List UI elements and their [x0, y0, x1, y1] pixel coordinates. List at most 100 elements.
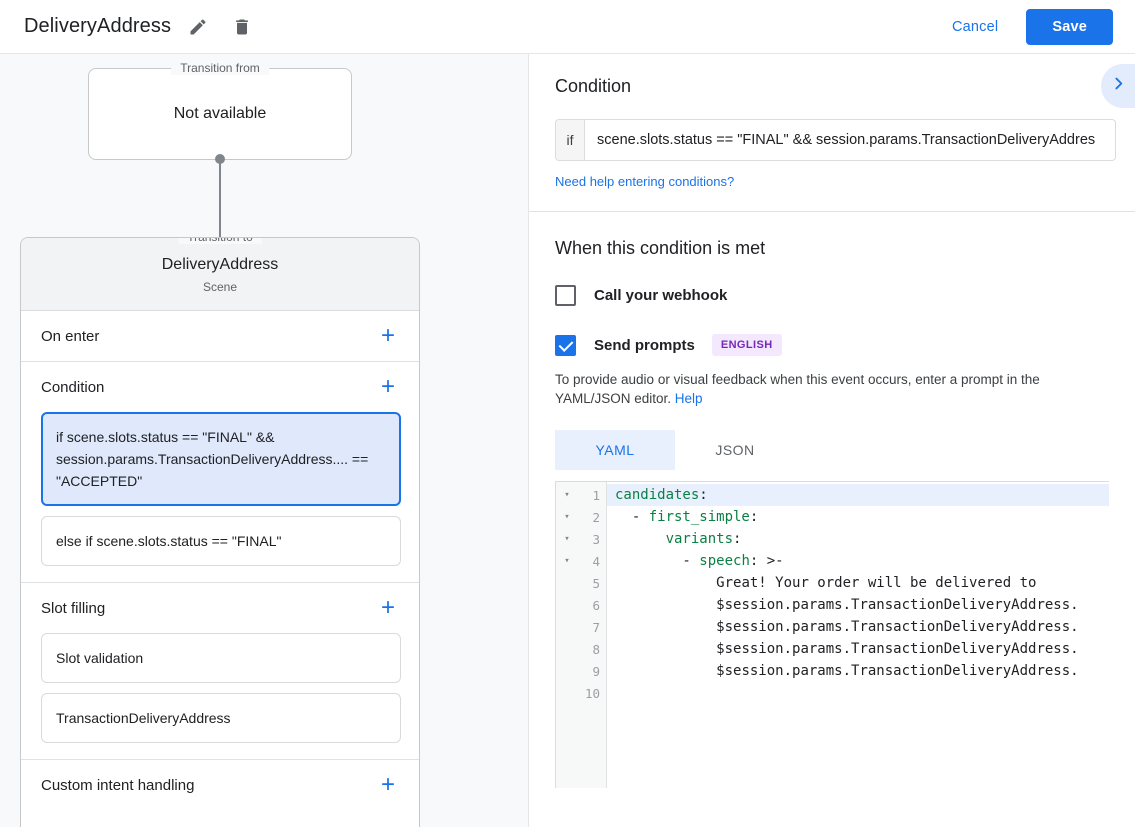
fold-toggle-icon[interactable]: ▾	[564, 512, 570, 522]
editor-line-number: ▾1	[556, 484, 606, 506]
transition-to-header: DeliveryAddress Scene	[21, 238, 419, 311]
line-number: 10	[584, 685, 600, 701]
line-number: 9	[592, 663, 600, 679]
expand-panel-button[interactable]	[1101, 64, 1135, 108]
left-panel: Transition from Not available Transition…	[0, 54, 529, 827]
line-number: 6	[592, 597, 600, 613]
slot-filling-list: Slot validation TransactionDeliveryAddre…	[41, 633, 401, 759]
fold-toggle-icon[interactable]: ▾	[564, 556, 570, 566]
editor-code-area[interactable]: candidates: - first_simple: variants: - …	[607, 482, 1109, 788]
call-webhook-checkbox[interactable]	[555, 285, 576, 306]
status-badge: ENGLISH	[711, 334, 782, 356]
editor-line-number: ▾4	[556, 550, 606, 572]
line-number: 8	[592, 641, 600, 657]
editor-line-number: 5	[556, 572, 606, 594]
right-panel: Condition if Need help entering conditio…	[529, 54, 1135, 827]
editor-code-line: $session.params.TransactionDeliveryAddre…	[716, 663, 1079, 679]
section-custom-intent-handling: Custom intent handling +	[21, 760, 419, 810]
connector-line	[219, 159, 221, 255]
condition-editor-block: Condition if Need help entering conditio…	[529, 54, 1135, 211]
fold-toggle-icon[interactable]: ▾	[564, 490, 570, 500]
condition-input-row: if	[555, 119, 1116, 161]
list-item[interactable]: Slot validation	[41, 633, 401, 683]
add-slot-filling-button[interactable]: +	[380, 594, 395, 621]
when-met-title: When this condition is met	[555, 238, 766, 258]
transition-from-value: Not available	[173, 105, 267, 122]
send-prompts-checkbox[interactable]	[555, 334, 576, 356]
cancel-button[interactable]: Cancel	[951, 18, 999, 35]
main-content: Transition from Not available Transition…	[0, 54, 1135, 827]
top-app-bar: DeliveryAddress Cancel Save	[0, 0, 1135, 54]
condition-help-link[interactable]: Need help entering conditions?	[555, 174, 735, 189]
sidebar-item-condition[interactable]: Condition	[41, 378, 105, 396]
webhook-option-row: Call your webhook	[555, 285, 1109, 306]
send-prompts-label: Send prompts	[594, 336, 695, 354]
call-webhook-label: Call your webhook	[594, 287, 728, 304]
section-on-enter: On enter +	[21, 311, 419, 362]
list-item[interactable]: if scene.slots.status == "FINAL" && sess…	[41, 412, 401, 506]
transition-from-legend: Transition from	[171, 61, 269, 75]
tab-json[interactable]: JSON	[715, 442, 755, 458]
editor-code-line: Great! Your order will be delivered to	[716, 575, 1037, 591]
editor-code-line: variants:	[665, 531, 742, 547]
section-header: Slot filling +	[41, 583, 401, 633]
section-header: Condition +	[41, 362, 401, 412]
line-number: 5	[592, 575, 600, 591]
chevron-right-icon	[1110, 75, 1127, 97]
editor-line-number: ▾2	[556, 506, 606, 528]
editor-code-line: $session.params.TransactionDeliveryAddre…	[716, 597, 1079, 613]
editor-line-number: ▾3	[556, 528, 606, 550]
panel-divider	[529, 211, 1135, 212]
sidebar-item-slot-filling[interactable]: Slot filling	[41, 599, 106, 617]
section-header: Custom intent handling +	[41, 760, 401, 810]
prompt-helper-text: To provide audio or visual feedback when…	[555, 370, 1109, 408]
send-prompts-option-row: Send prompts ENGLISH	[555, 334, 1109, 356]
list-item[interactable]: else if scene.slots.status == "FINAL"	[41, 516, 401, 566]
section-condition: Condition + if scene.slots.status == "FI…	[21, 362, 419, 583]
transition-to-card: Transition to DeliveryAddress Scene On e…	[20, 237, 420, 827]
add-condition-button[interactable]: +	[380, 373, 395, 400]
line-number: 3	[592, 531, 600, 547]
if-prefix-label: if	[556, 120, 585, 160]
transition-to-subtitle: Scene	[202, 280, 238, 294]
add-on-enter-button[interactable]: +	[380, 322, 395, 349]
editor-line-number: 6	[556, 594, 606, 616]
section-header: On enter +	[41, 311, 401, 361]
editor-code-line: $session.params.TransactionDeliveryAddre…	[716, 641, 1079, 657]
helper-help-link[interactable]: Help	[674, 391, 703, 406]
add-custom-intent-button[interactable]: +	[380, 771, 395, 798]
when-condition-met-block: When this condition is met Call your web…	[529, 212, 1135, 788]
edit-title-button[interactable]	[181, 10, 215, 44]
editor-code-line: - speech: >-	[615, 553, 784, 569]
transition-to-name: DeliveryAddress	[161, 256, 279, 273]
line-number: 7	[592, 619, 600, 635]
editor-code-line: candidates:	[607, 484, 1109, 506]
editor-code-line	[607, 682, 1109, 704]
list-item[interactable]: TransactionDeliveryAddress	[41, 693, 401, 743]
delete-button[interactable]	[225, 10, 259, 44]
save-button[interactable]: Save	[1026, 8, 1113, 45]
editor-code-line: $session.params.TransactionDeliveryAddre…	[716, 619, 1079, 635]
sidebar-item-on-enter[interactable]: On enter	[41, 327, 100, 345]
line-number: 1	[592, 487, 600, 503]
editor-line-number: 9	[556, 660, 606, 682]
sidebar-item-custom-intent-handling[interactable]: Custom intent handling	[41, 776, 195, 794]
condition-input[interactable]	[585, 120, 1115, 160]
condition-list: if scene.slots.status == "FINAL" && sess…	[41, 412, 401, 582]
page-title: DeliveryAddress	[24, 15, 172, 37]
editor-code-line: - first_simple:	[615, 509, 759, 525]
transition-from-card: Transition from Not available	[88, 61, 352, 160]
line-number: 2	[592, 509, 600, 525]
trash-icon	[232, 17, 252, 37]
section-slot-filling: Slot filling + Slot validation Transacti…	[21, 583, 419, 760]
editor-format-tabs: YAML JSON	[555, 430, 1109, 470]
tab-yaml[interactable]: YAML	[555, 430, 675, 470]
pencil-icon	[188, 17, 208, 37]
line-number: 4	[592, 553, 600, 569]
editor-line-number: 7	[556, 616, 606, 638]
condition-heading: Condition	[555, 76, 632, 96]
fold-toggle-icon[interactable]: ▾	[564, 534, 570, 544]
editor-line-number: 10	[556, 682, 606, 704]
